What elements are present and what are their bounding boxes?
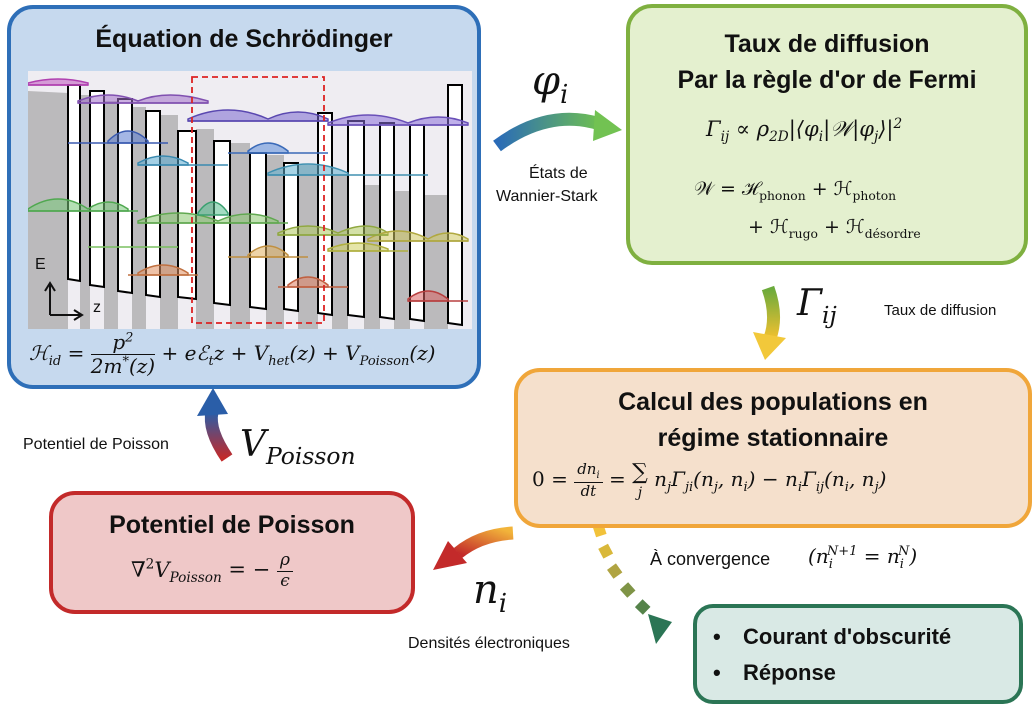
gamma-caption: Taux de diffusion <box>884 302 997 319</box>
barriers <box>67 84 463 327</box>
axis-position-label: z <box>93 299 101 316</box>
period-highlight <box>191 76 325 324</box>
energy-levels <box>28 84 468 302</box>
fermi-w-line2: + ℋrugo + ℋdésordre <box>748 216 921 241</box>
bullet-icon: • <box>713 660 721 685</box>
poisson-title: Potentiel de Poisson <box>109 511 355 539</box>
v-arrow <box>204 410 233 462</box>
bullet-icon: • <box>713 624 721 649</box>
axis-indicator <box>44 281 84 321</box>
convergence-arrow <box>592 523 672 644</box>
n-arrow <box>453 526 514 559</box>
band-diagram <box>28 71 472 329</box>
result-item-dark-current: •Courant d'obscurité <box>713 624 952 649</box>
fermi-box: Taux de diffusion Par la règle d'or de F… <box>626 4 1028 265</box>
v-symbol: VPoisson <box>240 424 356 471</box>
populations-title-line1: Calcul des populations en <box>618 388 928 416</box>
gamma-symbol: Γij <box>797 283 837 330</box>
wavefunctions <box>28 78 469 302</box>
phi-caption-line2: Wannier-Stark <box>496 188 598 205</box>
schrodinger-title: Équation de Schrödinger <box>95 25 393 53</box>
v-caption: Potentiel de Poisson <box>23 436 169 453</box>
n-caption: Densités électroniques <box>408 635 570 652</box>
gamma-arrow <box>761 285 780 341</box>
fermi-title-line2: Par la règle d'or de Fermi <box>677 66 977 94</box>
convergence-formula: (niN+1 = niN) <box>808 544 918 572</box>
v-arrow-head <box>197 388 228 416</box>
schrodinger-box: Équation de Schrödinger <box>7 5 481 389</box>
phi-caption-line1: États de <box>529 165 588 182</box>
n-arrow-head <box>433 541 467 570</box>
fermi-w-line1: 𝒲 = ℋphonon + ℋphoton <box>694 178 897 203</box>
populations-title-line2: régime stationnaire <box>657 424 889 452</box>
convergence-caption: À convergence <box>650 549 771 569</box>
results-box: •Courant d'obscurité •Réponse <box>693 604 1023 704</box>
phi-arrow <box>493 112 602 152</box>
populations-box: Calcul des populations en régime station… <box>514 368 1032 528</box>
fermi-rate-equation: Γij ∝ ρ2D|⟨φi|𝒲|φj⟩|2 <box>706 116 903 146</box>
result-item-response: •Réponse <box>713 660 836 685</box>
phi-arrow-head <box>593 110 622 141</box>
axis-energy-label: E <box>35 256 46 273</box>
phi-symbol: φi <box>532 58 569 110</box>
gamma-arrow-head <box>753 332 786 360</box>
fermi-title-line1: Taux de diffusion <box>724 30 930 58</box>
n-symbol: ni <box>473 567 508 619</box>
